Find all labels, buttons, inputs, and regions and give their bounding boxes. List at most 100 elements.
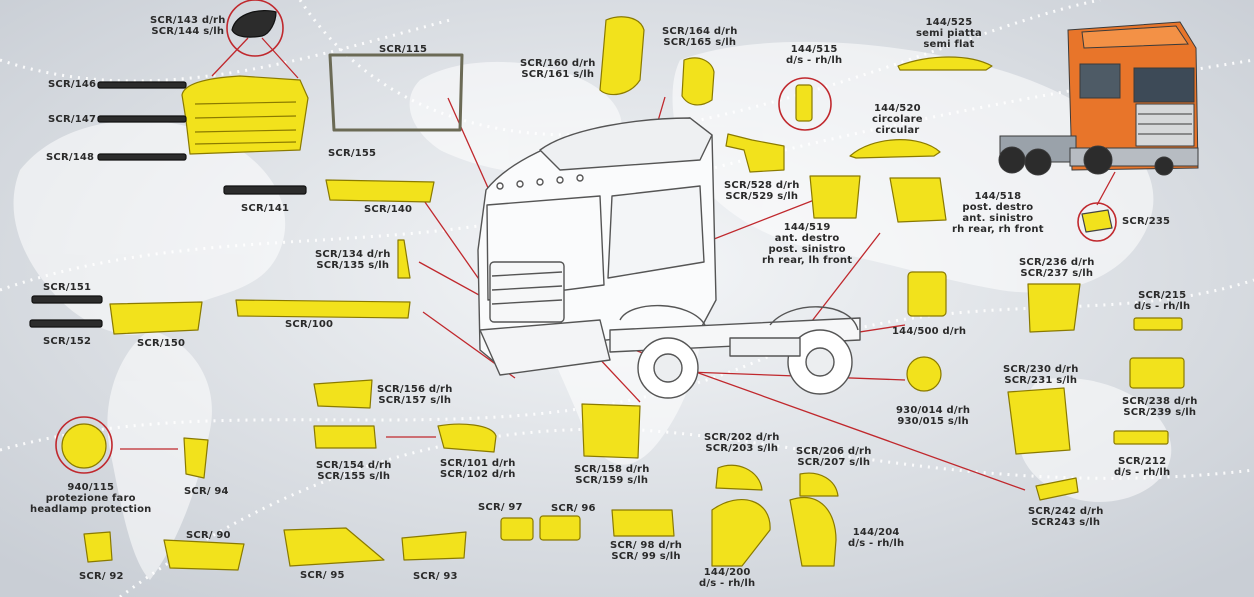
part-scr158 (581, 403, 641, 459)
part-scr98 (611, 509, 675, 537)
part-scr141 (223, 185, 307, 195)
part-scr154 (313, 425, 377, 449)
part-scr230 (1007, 387, 1071, 455)
part-scr150 (109, 301, 203, 335)
label-scr94: SCR/ 94 (184, 486, 229, 497)
part-scr151-152a (31, 295, 103, 304)
part-scr206 (799, 472, 839, 497)
highlight-circles (55, 0, 1117, 474)
label-scr92: SCR/ 92 (79, 571, 124, 582)
part-144-525 (897, 56, 993, 71)
part-scr97 (500, 517, 534, 541)
label-scr235: SCR/235 (1122, 216, 1171, 227)
part-scr115 (328, 53, 464, 132)
part-scr238 (1129, 357, 1185, 389)
label-scr152: SCR/152 (43, 336, 92, 347)
part-scr100 (235, 299, 411, 319)
part-scr155 (181, 75, 309, 155)
label-scr93: SCR/ 93 (413, 571, 458, 582)
parts (29, 9, 1185, 571)
part-940 (61, 423, 107, 469)
part-144-518 (889, 177, 947, 223)
part-scr151-152b (29, 319, 103, 328)
label-scr147: SCR/147 (48, 114, 97, 125)
part-scr90 (163, 539, 245, 571)
part-scr101 (437, 423, 497, 453)
part-scr92 (83, 531, 113, 563)
label-scr155: SCR/155 (328, 148, 377, 159)
label-scr146: SCR/146 (48, 79, 97, 90)
label-scr141: SCR/141 (241, 203, 290, 214)
label-scr90: SCR/ 90 (186, 530, 231, 541)
part-144-500 (907, 271, 947, 317)
part-144-519 (809, 175, 861, 219)
part-scr164 (681, 57, 715, 106)
label-scr151: SCR/151 (43, 282, 92, 293)
label-scr96: SCR/ 96 (551, 503, 596, 514)
part-144-515 (795, 84, 813, 122)
part-scr134 (397, 239, 411, 279)
part-scr147 (97, 115, 187, 123)
label-scr100: SCR/100 (285, 319, 334, 330)
part-scr236 (1027, 283, 1081, 333)
part-scr155-slots (194, 101, 297, 145)
part-144-204 (789, 497, 837, 567)
label-scr97: SCR/ 97 (478, 502, 523, 513)
truck-line-drawing (477, 117, 861, 399)
label-scr95: SCR/ 95 (300, 570, 345, 581)
part-scr96 (539, 515, 581, 541)
part-144-520 (849, 139, 941, 159)
part-scr212 (1113, 430, 1169, 445)
label-144-500: 144/500 d/rh (892, 326, 967, 337)
part-scr95 (283, 527, 385, 567)
label-scr115: SCR/115 (379, 44, 428, 55)
part-scr143 (231, 9, 277, 38)
part-scr156 (313, 379, 373, 409)
part-930 (906, 356, 942, 392)
part-scr93 (401, 531, 467, 561)
orange-truck-photo (998, 21, 1199, 176)
label-scr150: SCR/150 (137, 338, 186, 349)
part-scr146 (97, 81, 187, 89)
part-scr94 (183, 437, 209, 479)
part-scr202 (715, 464, 763, 491)
part-scr242 (1035, 477, 1079, 501)
part-144-200 (711, 499, 771, 567)
part-scr235 (1081, 209, 1113, 233)
part-scr528 (725, 133, 785, 173)
part-scr148 (97, 153, 187, 161)
label-scr140: SCR/140 (364, 204, 413, 215)
label-scr148: SCR/148 (46, 152, 95, 163)
part-scr140 (325, 179, 435, 203)
part-scr215 (1133, 317, 1183, 331)
part-scr160 (599, 16, 645, 96)
